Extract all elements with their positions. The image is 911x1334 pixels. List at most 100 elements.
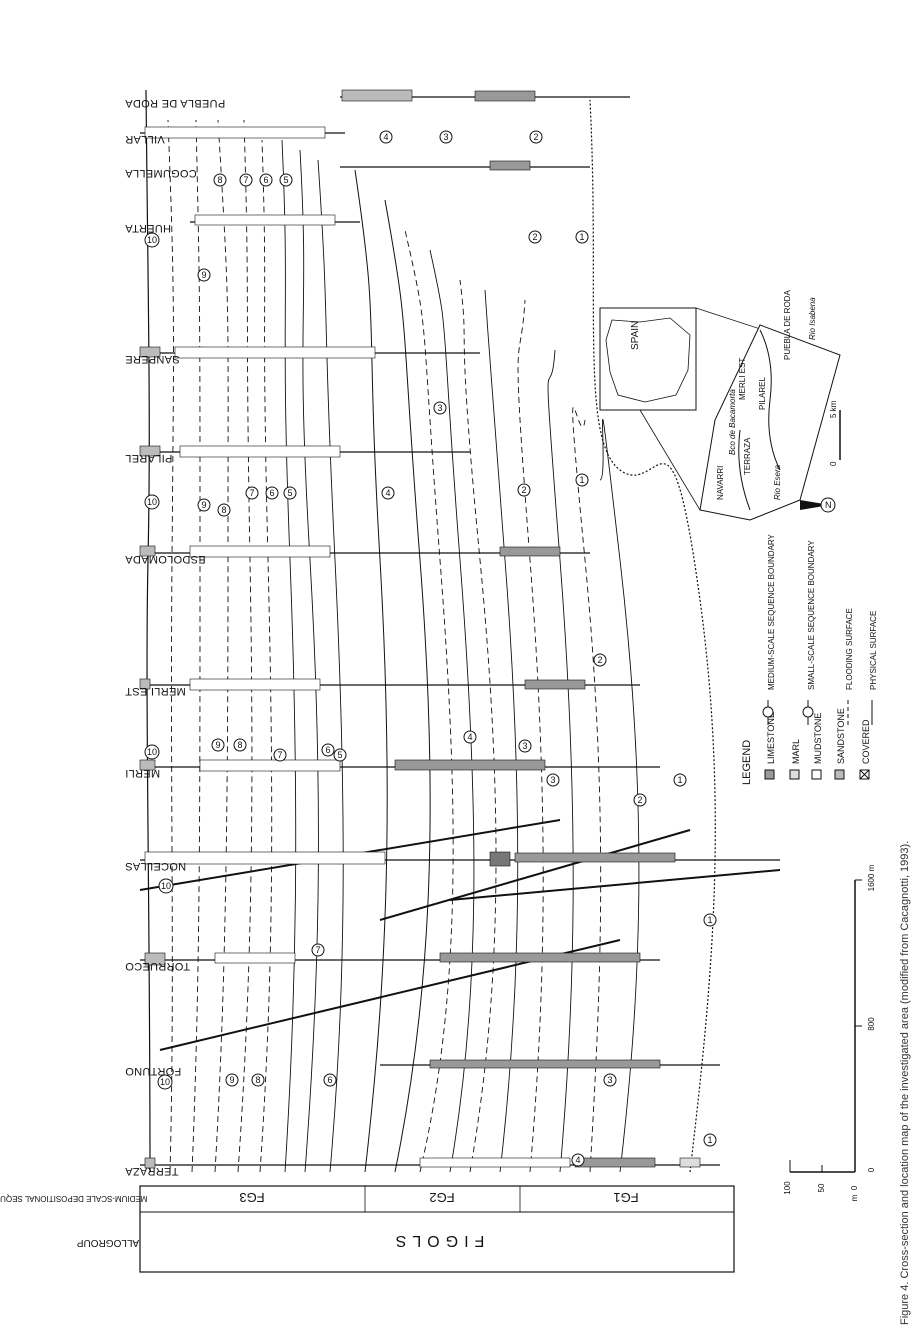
map-scale-5km: 5 km xyxy=(829,400,838,418)
well-label-nocellas: NOCELLAS xyxy=(125,860,186,872)
well-label-torrueco: TORRUECO xyxy=(125,960,190,972)
well-label-esdolomada: ESDOLOMADA xyxy=(125,553,206,565)
seq-marker-3c: 3 xyxy=(522,741,527,751)
north-arrow-icon: N xyxy=(800,497,836,513)
scale-label-100: 100 xyxy=(783,1181,792,1195)
seq-marker-1: 1 xyxy=(707,1135,712,1145)
seq-marker-3d: 3 xyxy=(437,403,442,413)
seq-marker-2: 2 xyxy=(637,795,642,805)
seq-marker-10b: 10 xyxy=(161,881,171,891)
seq-marker-4c: 4 xyxy=(385,488,390,498)
well-label-merli-est: MERLI EST xyxy=(125,685,186,697)
legend: LEGEND LIMESTONE MARL MUDSTONE SANDSTONE… xyxy=(741,533,878,785)
seq-marker-6: 6 xyxy=(327,1075,332,1085)
legend-small-boundary: SMALL-SCALE SEQUENCE BOUNDARY xyxy=(807,540,816,690)
scale-h-800: 800 xyxy=(867,1017,876,1031)
seq-marker-8b: 8 xyxy=(237,740,242,750)
seq-marker-9d: 9 xyxy=(201,270,206,280)
sequence-fg1-label: FG1 xyxy=(613,1190,638,1205)
seq-marker-2d: 2 xyxy=(532,232,537,242)
north-label: N xyxy=(825,500,832,510)
header-table: FG3 FG2 FG1 FIGOLS ALLOGROUP MEDIUM-SCAL… xyxy=(0,1185,735,1273)
seq-marker-3: 3 xyxy=(607,1075,612,1085)
seq-marker-1e: 1 xyxy=(579,232,584,242)
seq-marker-5b: 5 xyxy=(287,488,292,498)
correlation-lines xyxy=(145,89,716,1173)
scale-label-0: 0 xyxy=(850,1185,859,1190)
well-label-terraza: TERRAZA xyxy=(125,1165,179,1177)
seq-marker-4: 4 xyxy=(575,1155,580,1165)
well-label-huerta: HUERTA xyxy=(125,222,171,234)
legend-flooding-surface: FLOODING SURFACE xyxy=(845,608,854,690)
seq-marker-10e: 10 xyxy=(147,235,157,245)
map-place-pilarel: PILAREL xyxy=(758,377,767,410)
well-label-fortuno: FORTUNO xyxy=(125,1065,181,1077)
map-country-label: SPAIN xyxy=(630,321,641,350)
seq-marker-8: 8 xyxy=(255,1075,260,1085)
seq-marker-6b: 6 xyxy=(325,745,330,755)
seq-marker-5c: 5 xyxy=(283,175,288,185)
well-label-sanpere: SANPERE xyxy=(125,353,180,365)
seq-marker-2c: 2 xyxy=(521,485,526,495)
legend-mudstone: MUDSTONE xyxy=(813,713,823,764)
seq-marker-1d: 1 xyxy=(579,475,584,485)
seq-marker-4d: 4 xyxy=(383,132,388,142)
seq-marker-1c: 1 xyxy=(677,775,682,785)
sequence-fg3-label: FG3 xyxy=(239,1190,264,1205)
map-place-navarri: NAVARRI xyxy=(716,466,725,500)
well-columns xyxy=(139,89,780,1169)
well-names: TERRAZA FORTUNO TORRUECO NOCELLAS MERLI … xyxy=(125,97,226,1177)
seq-marker-9c: 9 xyxy=(201,500,206,510)
legend-title: LEGEND xyxy=(741,740,753,785)
seq-marker-9: 9 xyxy=(229,1075,234,1085)
map-place-merli-est: MERLI EST xyxy=(738,358,747,400)
seq-marker-10c: 10 xyxy=(147,747,157,757)
seq-marker-4b: 4 xyxy=(467,732,472,742)
scale-label-50: 50 xyxy=(817,1183,826,1192)
well-label-pilarel: PILAREL xyxy=(125,452,172,464)
allogroup-name: FIGOLS xyxy=(390,1232,485,1249)
seq-marker-5: 5 xyxy=(337,750,342,760)
legend-limestone: LIMESTONE xyxy=(766,712,776,764)
seq-marker-3b: 3 xyxy=(550,775,555,785)
seq-marker-2b: 2 xyxy=(597,655,602,665)
map-river-esera: Rio Esera xyxy=(773,464,782,500)
seq-marker-8c: 8 xyxy=(221,505,226,515)
seq-marker-7b: 7 xyxy=(277,750,282,760)
scale-unit-m: m xyxy=(850,1194,859,1201)
seq-marker-7d: 7 xyxy=(243,175,248,185)
legend-sandstone: SANDSTONE xyxy=(836,708,846,764)
legend-covered: COVERED xyxy=(861,719,871,764)
seq-marker-3e: 3 xyxy=(443,132,448,142)
seq-marker-7: 7 xyxy=(315,945,320,955)
sequence-fg2-label: FG2 xyxy=(429,1190,454,1205)
sequence-markers: 1 1 1 1 1 2 2 2 2 2 3 3 3 3 3 4 4 4 xyxy=(144,130,717,1167)
map-river-bacamorta: Bco de Bacamorta xyxy=(728,389,737,455)
legend-marl: MARL xyxy=(791,739,801,764)
seq-marker-10d: 10 xyxy=(147,497,157,507)
well-label-puebla-de-roda: PUEBLA DE RODA xyxy=(125,97,226,109)
seq-marker-6d: 6 xyxy=(263,175,268,185)
seq-marker-8d: 8 xyxy=(217,175,222,185)
seq-marker-1b: 1 xyxy=(707,915,712,925)
sequences-label: MEDIUM-SCALE DEPOSITIONAL SEQUENCES xyxy=(0,1194,147,1203)
scale-h-0: 0 xyxy=(867,1167,876,1172)
map-scale-0: 0 xyxy=(829,461,838,466)
map-place-puebla-de-roda: PUEBLA DE RODA xyxy=(783,290,792,360)
seq-marker-9b: 9 xyxy=(215,740,220,750)
figure-caption: Figure 4. Cross-section and location map… xyxy=(899,841,911,1325)
seq-marker-6c: 6 xyxy=(269,488,274,498)
seq-marker-10: 10 xyxy=(160,1077,170,1087)
well-label-villar: VILLAR xyxy=(125,133,165,145)
legend-medium-boundary: MEDIUM-SCALE SEQUENCE BOUNDARY xyxy=(767,533,776,690)
allogroup-label: ALLOGROUP xyxy=(77,1237,140,1248)
map-river-isabena: Rio Isabena xyxy=(808,297,817,340)
legend-physical-surface: PHYSICAL SURFACE xyxy=(869,611,878,690)
location-map: SPAIN NAVARRI TERRAZA MERLI EST PILAREL … xyxy=(599,290,841,521)
scale-h-1600: 1600 m xyxy=(867,864,876,891)
well-label-merli: MERLI xyxy=(125,767,160,779)
map-place-terraza: TERRAZA xyxy=(743,437,752,475)
scale-bar: 100 50 0 m 0 800 1600 m xyxy=(783,864,876,1201)
well-label-cogumella: COGUMELLA xyxy=(125,167,197,179)
